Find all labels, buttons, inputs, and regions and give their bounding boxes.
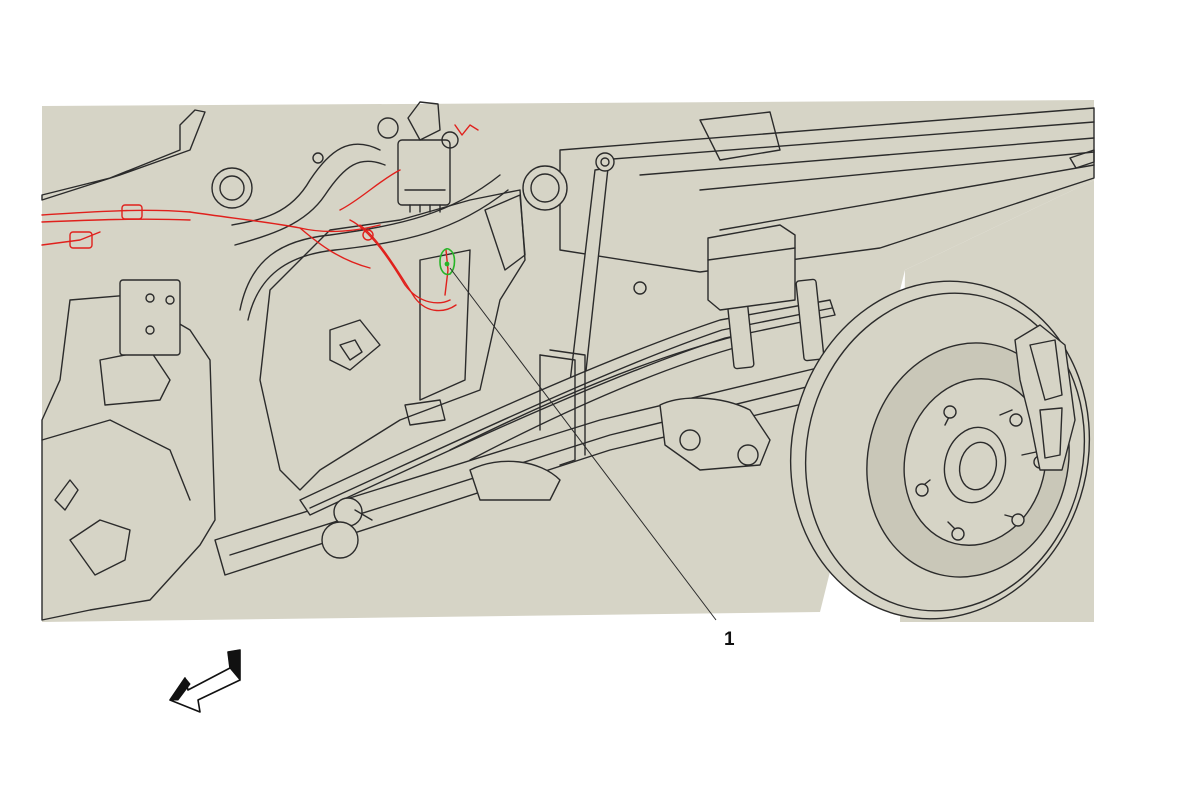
bump-stop bbox=[707, 224, 796, 311]
callout-1-leader-line bbox=[449, 267, 717, 621]
brake-rotor bbox=[789, 280, 1091, 620]
vehicle-front-direction-arrow-icon bbox=[169, 649, 241, 713]
electrical-connector-block bbox=[377, 101, 459, 213]
u-bolt bbox=[539, 349, 586, 466]
callout-1-label: 1 bbox=[724, 629, 735, 650]
brake-caliper bbox=[1014, 324, 1076, 471]
crossmember bbox=[41, 109, 216, 621]
highlighted-component bbox=[439, 247, 456, 276]
fuel-hose bbox=[211, 143, 568, 321]
fasteners bbox=[312, 152, 647, 559]
wiring-harness bbox=[41, 124, 479, 312]
axle-housing bbox=[469, 397, 771, 501]
fuel-tank-shield bbox=[259, 189, 526, 491]
frame-rail bbox=[559, 107, 1095, 273]
